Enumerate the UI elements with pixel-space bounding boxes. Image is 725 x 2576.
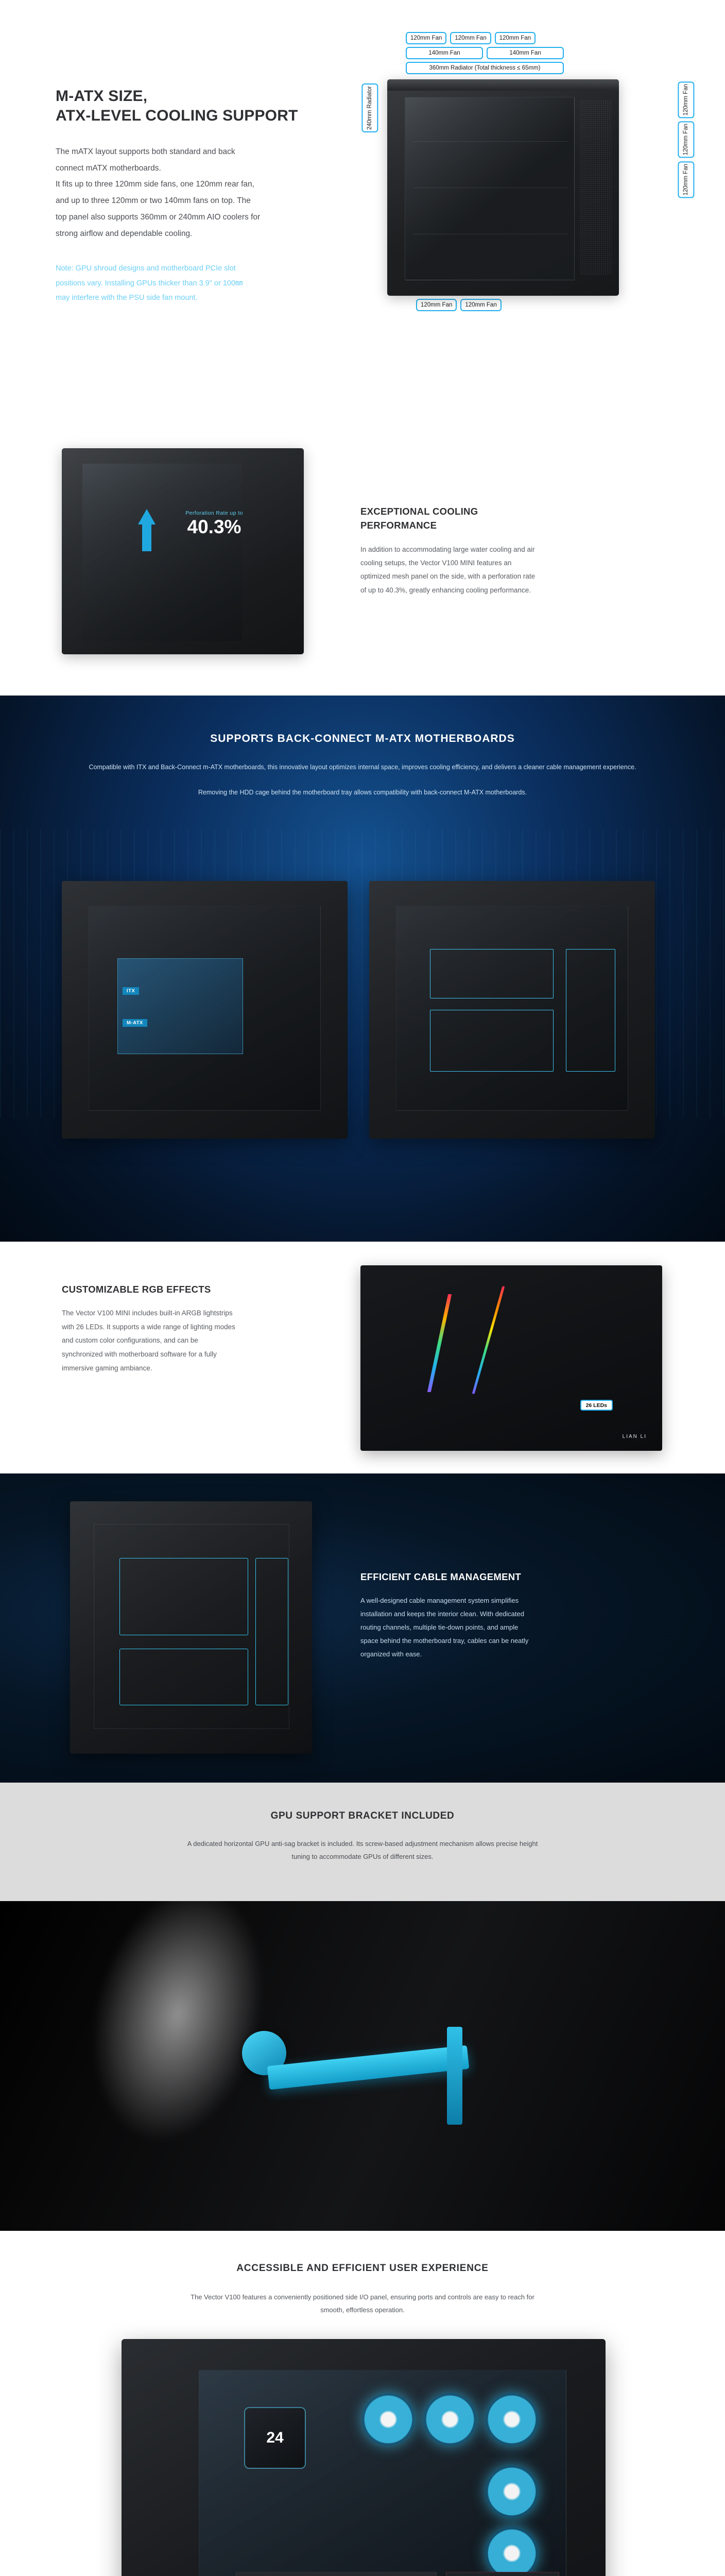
backconnect-subtext-1: Compatible with ITX and Back-Connect m-A… [89,764,636,771]
matx-fan-diagram: 120mm Fan 120mm Fan 120mm Fan 140mm Fan … [355,26,695,366]
matx-heading: M-ATX SIZE, ATX-LEVEL COOLING SUPPORT [56,88,298,125]
io-fan-side-2 [485,2527,539,2576]
gpu-card-label: GEFORCE RTX [236,2572,437,2576]
backconnect-subtext-2: Removing the HDD cage behind the motherb… [198,789,527,796]
brand-logo-text: LIAN LI [622,1434,647,1439]
aio-cooler-display: 24 [244,2407,306,2469]
perforation-callout: Perforation Rate up to 40.3% [163,510,266,536]
perforation-value: 40.3% [187,516,241,537]
section-exceptional-cooling: Perforation Rate up to 40.3% EXCEPTIONAL… [0,407,725,696]
gpu-bracket-arm [267,2045,470,2090]
cable-text-block: EFFICIENT CABLE MANAGEMENT A well-design… [360,1571,638,1661]
backconnect-images: ITX M-ATX [62,881,655,1139]
case-photo-rgb: 26 LEDs LIAN LI [360,1265,662,1451]
cable-highlight-2 [119,1649,248,1705]
right-fan-labels: 120mm Fan 120mm Fan 120mm Fan [677,81,694,198]
backconnect-heading: SUPPORTS BACK-CONNECT M-ATX MOTHERBOARDS [210,733,515,744]
cooling-heading: EXCEPTIONAL COOLING PERFORMANCE [360,506,478,531]
cable-heading: EFFICIENT CABLE MANAGEMENT [360,1571,522,1582]
gpu-bracket-post [447,2027,462,2125]
cooling-text-block: EXCEPTIONAL COOLING PERFORMANCE In addit… [360,505,654,597]
case-photo-cable-tray [369,881,655,1139]
label-right-120-fan-1: 120mm Fan [677,81,694,118]
matx-body-text: The mATX layout supports both standard a… [56,147,261,238]
label-top-140-fan-1: 140mm Fan [406,47,483,60]
rog-label: REPUBLIC OF GAMERS [446,2572,559,2576]
section-rgb-effects: CUSTOMIZABLE RGB EFFECTS The Vector V100… [0,1242,725,1473]
case-photo-cable-mgmt [70,1501,312,1754]
label-right-120-fan-2: 120mm Fan [677,121,694,158]
io-heading: ACCESSIBLE AND EFFICIENT USER EXPERIENCE [236,2263,489,2274]
section-cable-management: EFFICIENT CABLE MANAGEMENT A well-design… [0,1473,725,1783]
io-fan-top-1 [361,2393,415,2446]
case-interior-frame-2 [396,906,628,1111]
section-gpu-bracket-text: GPU SUPPORT BRACKET INCLUDED A dedicated… [0,1783,725,1901]
label-right-120-fan-3: 120mm Fan [677,161,694,198]
label-top-140-fan-2: 140mm Fan [487,47,564,60]
section-io-experience: ACCESSIBLE AND EFFICIENT USER EXPERIENCE… [0,2231,725,2576]
section-back-connect: SUPPORTS BACK-CONNECT M-ATX MOTHERBOARDS… [0,696,725,1242]
radiator-label-row: 360mm Radiator (Total thickness ≤ 65mm) [406,62,564,75]
case-mesh-panel [580,100,612,275]
cable-route-outline-1 [430,949,554,998]
top-120-fan-labels: 120mm Fan 120mm Fan 120mm Fan [406,32,536,45]
label-360-radiator: 360mm Radiator (Total thickness ≤ 65mm) [406,62,564,75]
label-26-leds: 26 LEDs [580,1400,613,1411]
bottom-fan-labels: 120mm Fan 120mm Fan [416,299,502,312]
section-gpu-bracket-photo [0,1901,725,2231]
matx-text-block: M-ATX SIZE, ATX-LEVEL COOLING SUPPORT Th… [56,87,365,305]
label-bottom-120-fan-2: 120mm Fan [460,299,502,312]
case-photo-motherboard: ITX M-ATX [62,881,348,1139]
io-body-text: The Vector V100 features a conveniently … [191,2293,534,2314]
case-photo-io: 24 GEFORCE RTX REPUBLIC OF GAMERS [122,2339,606,2576]
perforation-label: Perforation Rate up to [185,510,243,516]
rgb-text-block: CUSTOMIZABLE RGB EFFECTS The Vector V100… [62,1284,319,1376]
section-matx-size: M-ATX SIZE, ATX-LEVEL COOLING SUPPORT Th… [0,0,725,407]
label-bottom-120-fan-1: 120mm Fan [416,299,457,312]
io-fan-side-1 [485,2465,539,2518]
perforation-arrow-icon [138,509,156,551]
io-fan-top-3 [485,2393,539,2446]
label-top-120-fan-1: 120mm Fan [406,32,447,45]
rgb-heading: CUSTOMIZABLE RGB EFFECTS [62,1284,211,1295]
gpu-body-text: A dedicated horizontal GPU anti-sag brac… [187,1840,538,1861]
case-line-1 [413,141,567,142]
case-photo-cooling: Perforation Rate up to 40.3% [62,448,304,654]
rgb-lightstrip-1 [427,1294,577,1392]
cable-route-outline-2 [430,1010,554,1072]
label-left-240-radiator: 240mm Radiator [361,83,378,133]
case-photo-matx [387,79,619,296]
rgb-body-text: The Vector V100 MINI includes built-in A… [62,1309,235,1372]
io-fan-top-2 [423,2393,477,2446]
label-top-120-fan-3: 120mm Fan [494,32,536,45]
gpu-heading: GPU SUPPORT BRACKET INCLUDED [270,1810,455,1821]
tag-matx: M-ATX [123,1019,147,1027]
cable-route-outline-3 [566,949,615,1072]
tag-itx: ITX [123,987,140,995]
motherboard-plate [117,958,243,1054]
cable-interior-frame [94,1524,289,1729]
cable-highlight-3 [255,1558,288,1705]
label-top-120-fan-2: 120mm Fan [450,32,491,45]
cooling-body-text: In addition to accommodating large water… [360,545,536,594]
top-140-fan-labels: 140mm Fan 140mm Fan [406,47,564,60]
case-glass-panel [405,97,575,280]
cable-highlight-1 [119,1558,248,1635]
cable-body-text: A well-designed cable management system … [360,1597,529,1658]
matx-note-text: Note: GPU shroud designs and motherboard… [56,264,243,302]
